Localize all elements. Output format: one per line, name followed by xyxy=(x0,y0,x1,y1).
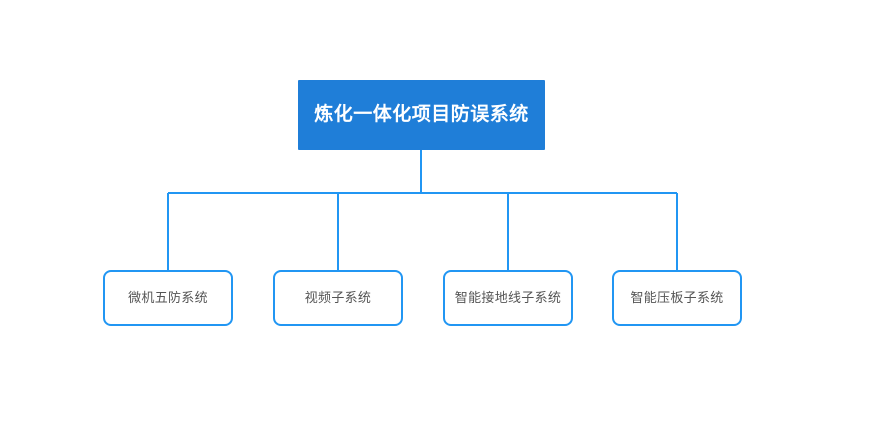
child-node-2-label: 视频子系统 xyxy=(304,290,372,306)
child-node-3[interactable]: 智能接地线子系统 xyxy=(443,270,573,326)
child-node-1-label: 微机五防系统 xyxy=(128,290,208,306)
child-node-3-label: 智能接地线子系统 xyxy=(454,290,562,306)
root-node-label: 炼化一体化项目防误系统 xyxy=(314,103,529,125)
child-node-4[interactable]: 智能压板子系统 xyxy=(612,270,742,326)
child-node-2[interactable]: 视频子系统 xyxy=(273,270,403,326)
child-node-4-label: 智能压板子系统 xyxy=(630,290,724,306)
root-node[interactable]: 炼化一体化项目防误系统 xyxy=(298,80,545,150)
child-node-1[interactable]: 微机五防系统 xyxy=(103,270,233,326)
